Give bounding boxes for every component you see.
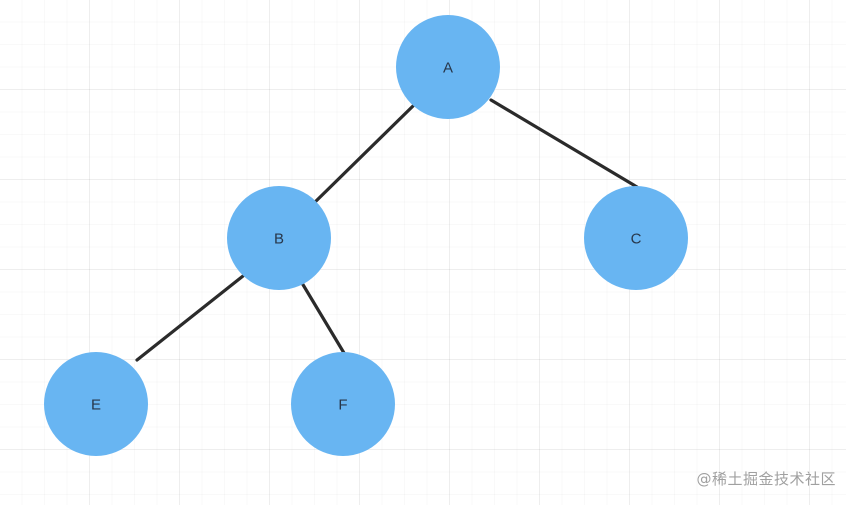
node-a-label: A bbox=[443, 60, 453, 77]
edge-group bbox=[135, 98, 639, 362]
node-a[interactable]: A bbox=[396, 15, 500, 119]
edge-a-b bbox=[310, 104, 415, 207]
node-f-label: F bbox=[338, 397, 347, 414]
watermark-text: @稀土掘金技术社区 bbox=[696, 470, 836, 488]
edge-b-e bbox=[135, 274, 245, 362]
node-b[interactable]: B bbox=[227, 186, 331, 290]
node-c-label: C bbox=[631, 231, 642, 248]
node-b-label: B bbox=[274, 231, 284, 248]
edge-a-c bbox=[489, 98, 639, 189]
node-a-circle[interactable] bbox=[396, 15, 500, 119]
edge-b-f bbox=[300, 281, 346, 355]
node-e-circle[interactable] bbox=[44, 352, 148, 456]
node-e-label: E bbox=[91, 397, 101, 414]
node-group: A B C E F bbox=[44, 15, 688, 456]
node-c[interactable]: C bbox=[584, 186, 688, 290]
node-f-circle[interactable] bbox=[291, 352, 395, 456]
node-f[interactable]: F bbox=[291, 352, 395, 456]
node-b-circle[interactable] bbox=[227, 186, 331, 290]
node-e[interactable]: E bbox=[44, 352, 148, 456]
node-c-circle[interactable] bbox=[584, 186, 688, 290]
